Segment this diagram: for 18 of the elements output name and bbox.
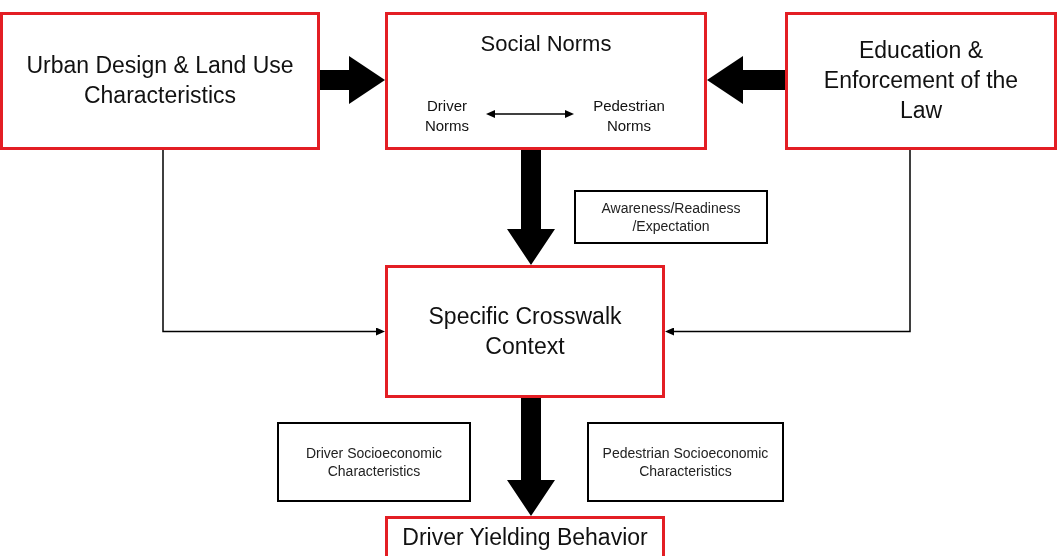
norm-label: Driver Norms — [408, 94, 486, 138]
factor-box: Specific Crosswalk Context — [385, 265, 665, 398]
factor-box: Education & Enforcement of the Law — [785, 12, 1057, 150]
note-box: Driver Socioeconomic Characteristics — [277, 422, 471, 502]
arrow — [486, 110, 574, 118]
norm-label: Pedestrian Norms — [574, 94, 684, 138]
arrow — [162, 149, 385, 336]
block-arrow — [507, 150, 555, 265]
note-box: Awareness/Readiness /Expectation — [574, 190, 768, 244]
block-arrow — [707, 56, 785, 104]
block-arrow — [320, 56, 385, 104]
box-title: Social Norms — [479, 30, 613, 58]
block-arrow — [507, 398, 555, 516]
arrow — [665, 149, 911, 336]
social-norms-box — [385, 12, 707, 150]
factor-box: Urban Design & Land Use Characteristics — [0, 12, 320, 150]
note-box: Pedestrian Socioeconomic Characteristics — [587, 422, 784, 502]
outcome-box: Driver Yielding Behavior — [385, 516, 665, 556]
